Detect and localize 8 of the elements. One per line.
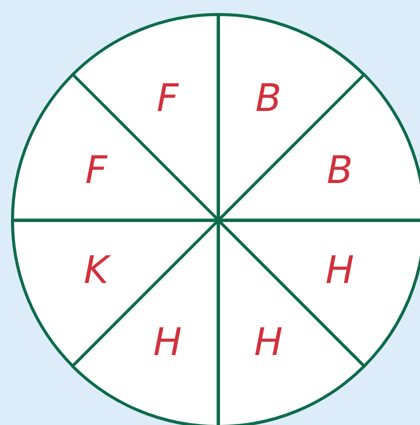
sector-letter: K (84, 251, 109, 290)
sector-letter: F (85, 150, 108, 189)
sector-letter: B (326, 150, 353, 189)
sector-letter: H (254, 322, 283, 361)
sector-letter: H (153, 322, 182, 361)
sector-letter: F (156, 79, 178, 118)
sector-letter: H (326, 251, 354, 290)
sector-letter: B (255, 79, 282, 118)
